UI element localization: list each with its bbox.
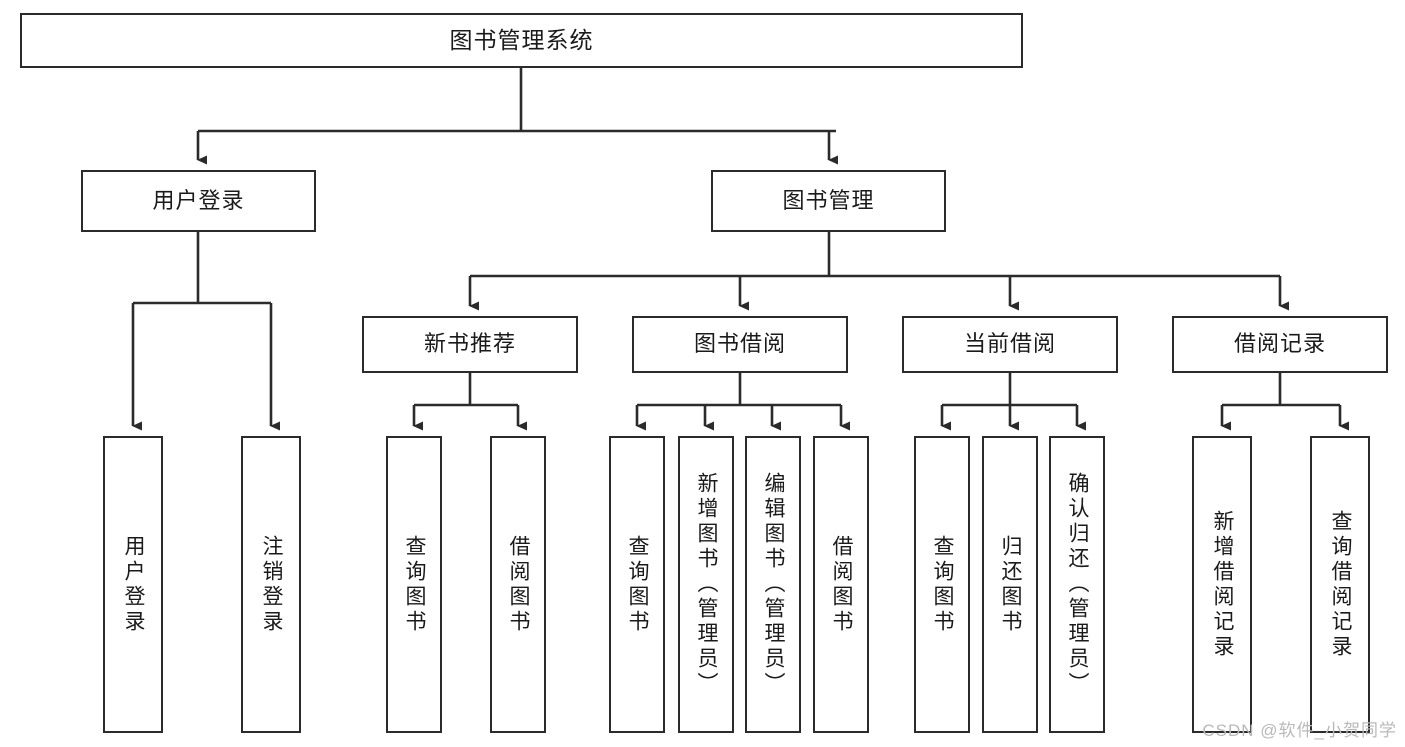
node-leaf-query-book-2[interactable]: 查询图书 [609,436,665,733]
node-leaf-confirm-return-admin[interactable]: 确认归还（管理员） [1049,436,1105,733]
node-leaf-user-login[interactable]: 用户登录 [103,436,163,733]
node-leaf-query-book-1[interactable]: 查询图书 [386,436,442,733]
node-leaf-borrow-book-1[interactable]: 借阅图书 [490,436,546,733]
node-root-system[interactable]: 图书管理系统 [20,13,1023,68]
node-leaf-query-borrow-record[interactable]: 查询借阅记录 [1310,436,1370,733]
node-book-management[interactable]: 图书管理 [711,170,946,232]
node-borrow-record[interactable]: 借阅记录 [1172,316,1388,373]
node-leaf-query-book-3[interactable]: 查询图书 [914,436,970,733]
node-current-borrow[interactable]: 当前借阅 [902,316,1118,373]
node-book-borrow[interactable]: 图书借阅 [632,316,848,373]
node-leaf-add-book-admin[interactable]: 新增图书（管理员） [678,436,734,733]
node-leaf-add-borrow-record[interactable]: 新增借阅记录 [1192,436,1252,733]
node-leaf-edit-book-admin[interactable]: 编辑图书（管理员） [745,436,801,733]
node-leaf-logout-login[interactable]: 注销登录 [241,436,301,733]
node-leaf-borrow-book-2[interactable]: 借阅图书 [813,436,869,733]
node-new-book-recommend[interactable]: 新书推荐 [362,316,578,373]
node-user-login[interactable]: 用户登录 [81,170,316,232]
node-leaf-return-book[interactable]: 归还图书 [982,436,1038,733]
